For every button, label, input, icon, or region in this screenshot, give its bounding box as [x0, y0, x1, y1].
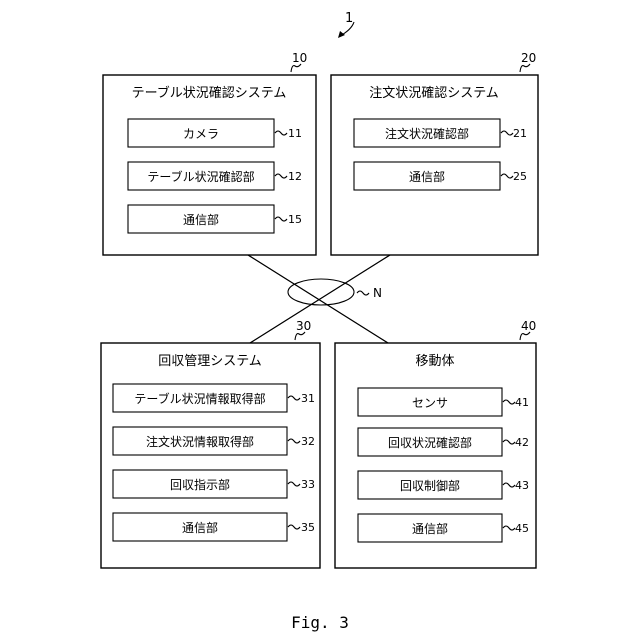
collection-instruction-unit-ref: 33 [301, 478, 315, 491]
order-status-info-unit-tilde [288, 439, 300, 443]
collection-control-unit-label: 回収制御部 [400, 478, 460, 493]
order-comm-unit-label: 通信部 [409, 169, 445, 184]
mobile-body-ref-leader [520, 332, 530, 340]
collection-status-check-unit-ref: 42 [515, 436, 529, 449]
network-line-overlay-2 [250, 255, 390, 343]
collection-comm-unit-ref: 35 [301, 521, 315, 534]
table-status-system: テーブル状況確認システム 10 カメラ 11 テーブル状況確認部 12 通信部 … [103, 51, 316, 255]
collection-control-unit-ref: 43 [515, 479, 529, 492]
order-status-system-box [331, 75, 538, 255]
order-comm-unit-ref: 25 [513, 170, 527, 183]
table-status-info-unit-tilde [288, 396, 300, 400]
network-tilde [357, 291, 369, 295]
collection-management-system-ref: 30 [296, 319, 311, 333]
network-ref-label: N [373, 286, 382, 300]
collection-comm-unit-tilde [288, 525, 300, 529]
collection-instruction-unit-label: 回収指示部 [170, 477, 230, 492]
order-status-system-ref-leader [520, 64, 530, 72]
collection-status-check-unit-tilde [503, 440, 515, 444]
collection-control-unit-tilde [503, 483, 515, 487]
sensor-label: センサ [412, 396, 448, 410]
figure-caption: Fig. 3 [291, 613, 349, 632]
table-status-check-unit-ref: 12 [288, 170, 302, 183]
collection-management-system-ref-leader [295, 332, 305, 340]
camera-label: カメラ [183, 127, 219, 141]
order-comm-unit-tilde [501, 174, 513, 178]
order-status-info-unit-ref: 32 [301, 435, 315, 448]
sensor-ref: 41 [515, 396, 529, 409]
order-status-check-unit-ref: 21 [513, 127, 527, 140]
order-status-check-unit-tilde [501, 131, 513, 135]
order-status-info-unit-label: 注文状況情報取得部 [146, 434, 254, 449]
collection-comm-unit-label: 通信部 [182, 520, 218, 535]
mobile-comm-unit-tilde [503, 526, 515, 530]
table-status-info-unit-label: テーブル状況情報取得部 [134, 391, 265, 406]
mobile-body-title: 移動体 [415, 354, 454, 369]
order-status-system-ref: 20 [521, 51, 536, 65]
order-status-system-title: 注文状況確認システム [369, 85, 499, 101]
sensor-tilde [503, 400, 515, 404]
mobile-body: 移動体 40 センサ 41 回収状況確認部 42 回収制御部 43 通信部 45 [335, 319, 536, 568]
table-comm-unit-tilde [275, 217, 287, 221]
camera-ref: 11 [288, 127, 302, 140]
order-status-check-unit-label: 注文状況確認部 [385, 126, 469, 141]
table-comm-unit-label: 通信部 [183, 212, 219, 227]
collection-management-system: 回収管理システム 30 テーブル状況情報取得部 31 注文状況情報取得部 32 … [101, 319, 320, 568]
mobile-comm-unit-ref: 45 [515, 522, 529, 535]
camera-tilde [275, 131, 287, 135]
table-comm-unit-ref: 15 [288, 213, 302, 226]
collection-instruction-unit-tilde [288, 482, 300, 486]
table-status-system-ref: 10 [292, 51, 307, 65]
order-status-system: 注文状況確認システム 20 注文状況確認部 21 通信部 25 [331, 51, 538, 255]
mobile-comm-unit-label: 通信部 [412, 521, 448, 536]
table-status-system-box [103, 75, 316, 255]
figure-ref-label: 1 [345, 11, 353, 26]
table-status-info-unit-ref: 31 [301, 392, 315, 405]
table-status-check-unit-label: テーブル状況確認部 [147, 169, 254, 184]
table-status-system-ref-leader [291, 64, 301, 72]
mobile-body-ref: 40 [521, 319, 536, 333]
network-line-overlay-1 [248, 255, 388, 343]
figure-ref-arrowhead [338, 31, 345, 38]
table-status-check-unit-tilde [275, 174, 287, 178]
collection-management-system-title: 回収管理システム [158, 354, 262, 369]
table-status-system-title: テーブル状況確認システム [132, 85, 287, 101]
collection-status-check-unit-label: 回収状況確認部 [388, 435, 472, 450]
